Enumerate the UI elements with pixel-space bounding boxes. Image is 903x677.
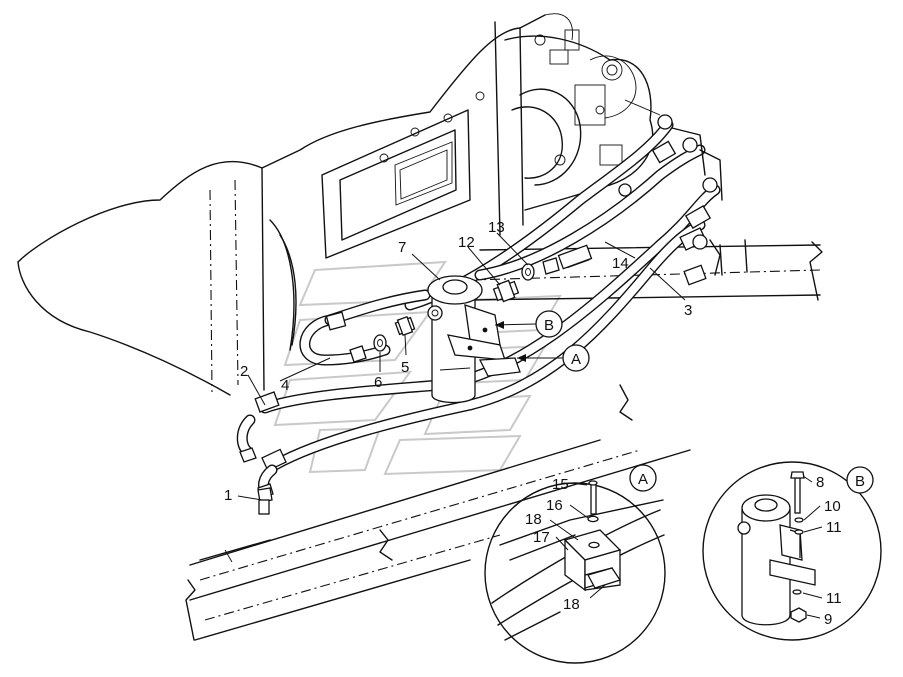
ref-letter-b: B — [544, 317, 554, 334]
ref-marker-b — [535, 310, 563, 338]
detail-a-letter: A — [638, 471, 648, 488]
filter-assembly — [257, 244, 593, 515]
leader-lines — [237, 232, 686, 501]
callout-5: 5 — [401, 359, 409, 376]
callout-4: 4 — [281, 377, 289, 394]
callout-13: 13 — [488, 219, 505, 236]
detail-a-callout-18-top: 18 — [525, 511, 542, 528]
detail-b-callout-8: 8 — [816, 474, 824, 491]
callout-2: 2 — [240, 363, 248, 380]
detail-a-callout-16: 16 — [546, 497, 563, 514]
callout-7: 7 — [398, 239, 406, 256]
detail-a-callout-15: 15 — [552, 476, 569, 493]
ref-marker-a — [562, 344, 590, 372]
detail-a-marker — [629, 464, 657, 492]
detail-b-letter: B — [855, 473, 865, 490]
detail-view-a — [484, 480, 666, 664]
hydraulic-hoses — [236, 114, 723, 499]
detail-view-b — [702, 461, 882, 641]
ref-marker-a-group — [562, 344, 657, 492]
detail-b-callout-10: 10 — [824, 498, 841, 515]
detail-a-callout-18-bottom: 18 — [563, 596, 580, 613]
detail-a-callout-17: 17 — [533, 529, 550, 546]
ref-marker-b-group — [535, 310, 874, 494]
detail-b-callout-11-top: 11 — [826, 519, 842, 536]
ref-letter-a: A — [571, 351, 581, 368]
callout-14: 14 — [612, 255, 629, 272]
engine-housing — [17, 13, 661, 396]
callout-6: 6 — [374, 374, 382, 391]
detail-b-callout-9: 9 — [824, 611, 832, 628]
callout-1: 1 — [224, 487, 232, 504]
callout-12: 12 — [458, 234, 475, 251]
detail-b-marker — [846, 466, 874, 494]
callout-labels: 1 2 3 4 5 6 7 12 13 14 A B A 15 16 18 17… — [224, 219, 865, 628]
callout-3: 3 — [684, 302, 692, 319]
detail-b-callout-11-bottom: 11 — [826, 590, 842, 607]
